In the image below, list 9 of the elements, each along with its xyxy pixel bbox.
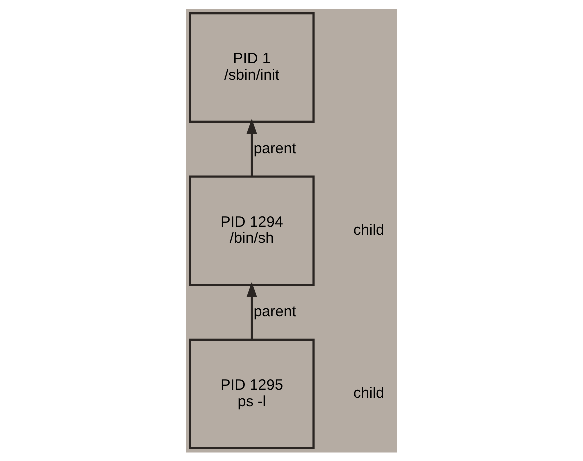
arrow [246, 282, 258, 340]
node-box: PID 1 /sbin/init [189, 12, 315, 123]
label: child [354, 221, 385, 238]
arrow [246, 118, 258, 176]
node-box: PID 1295 ps -l [189, 338, 315, 450]
edge-label: parent [254, 140, 296, 157]
node-box: PID 1294 /bin/sh [189, 175, 315, 286]
label: child [354, 384, 385, 402]
edge-label: parent [254, 303, 296, 320]
